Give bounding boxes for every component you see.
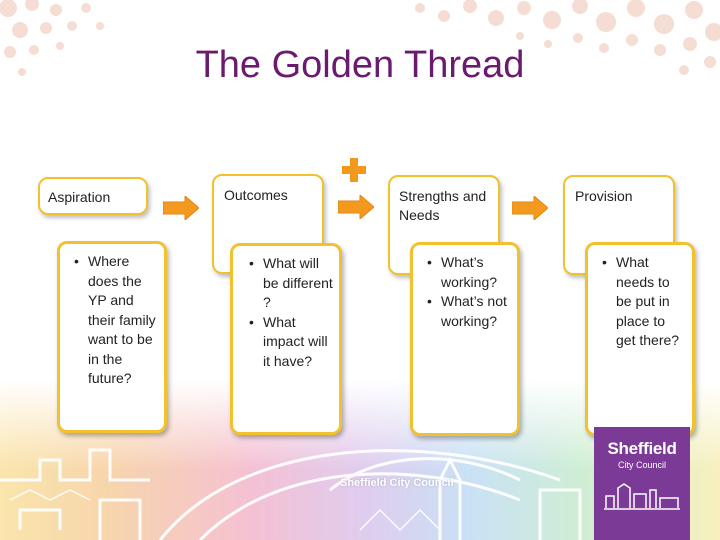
aspiration-heading: Aspiration	[48, 189, 111, 205]
right-arrow-icon	[163, 196, 199, 220]
plus-icon	[342, 158, 366, 182]
outcomes-heading: Outcomes	[224, 187, 288, 203]
aspiration-body-card: •Where does the YP and their family want…	[57, 241, 167, 433]
right-arrow-icon	[512, 196, 548, 220]
list-item: •What needs to be put in place to get th…	[602, 254, 680, 348]
city-skyline-graphic	[0, 448, 582, 540]
aspiration-heading-card: Aspiration	[38, 177, 148, 215]
list-item: •What’s not working?	[427, 293, 507, 329]
page-title: The Golden Thread	[195, 44, 525, 86]
strengths-needs-heading: Strengths and Needs	[399, 188, 487, 223]
strengths-needs-body-card: •What’s working? •What’s not working?	[410, 242, 520, 436]
provision-body-card: •What needs to be put in place to get th…	[585, 242, 695, 436]
right-arrow-icon	[338, 195, 374, 219]
skyline-logo-icon	[604, 483, 680, 510]
provision-heading: Provision	[575, 188, 633, 204]
list-item: •Where does the YP and their family want…	[74, 253, 156, 386]
list-item: •What impact will it have?	[249, 313, 328, 369]
list-item: •What’s working?	[427, 254, 498, 290]
brand-name: Sheffield	[607, 439, 677, 458]
outcomes-body-card: •What will be different ? •What impact w…	[230, 243, 342, 435]
skyline-caption: Sheffield City Council	[340, 477, 454, 489]
list-item: •What will be different ?	[249, 255, 333, 310]
sheffield-logo: Sheffield City Council	[594, 427, 690, 540]
decorative-dots	[0, 0, 720, 76]
brand-subtitle: City Council	[617, 460, 666, 470]
